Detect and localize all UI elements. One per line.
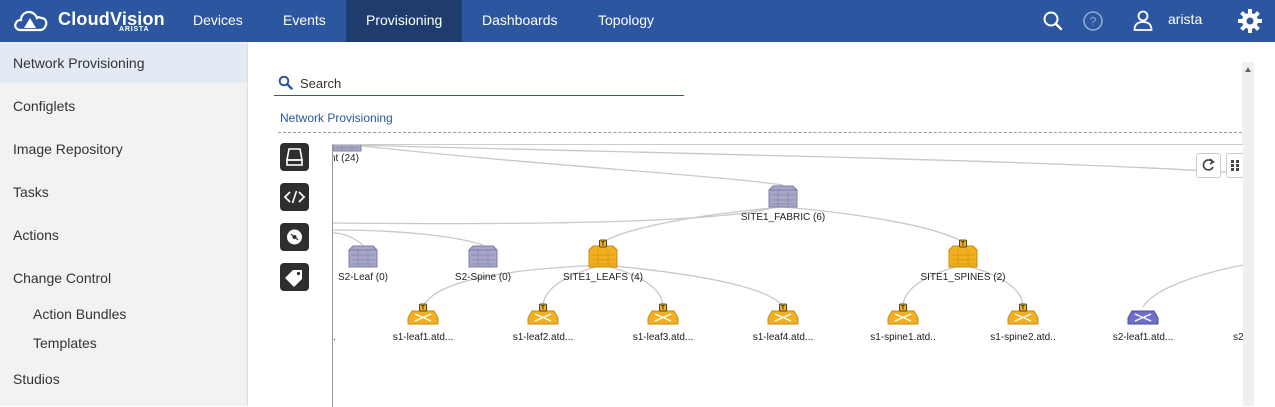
sidebar-item-templates[interactable]: Templates [33,335,97,351]
container-node[interactable] [333,145,362,152]
grid-menu-button[interactable] [1226,153,1243,178]
container-label: S2-Leaf (0) [338,272,388,283]
sidebar-item-action-bundles[interactable]: Action Bundles [33,306,127,322]
help-icon[interactable]: ? [1082,10,1104,32]
search-icon[interactable] [1042,10,1064,32]
container-node[interactable] [768,185,798,208]
sidebar-item-tasks[interactable]: Tasks [13,184,49,200]
sidebar-item-actions[interactable]: Actions [13,227,59,243]
topology-graph[interactable]: T T [333,145,1243,407]
sidebar-item-network-provisioning[interactable]: Network Provisioning [0,43,247,83]
tag-icon [285,270,302,287]
container-node[interactable] [588,239,618,268]
device-label: s1-spine1.atd.. [870,332,936,343]
topology-canvas[interactable]: T T [332,144,1243,407]
container-node[interactable] [948,239,978,268]
container-label: S2-Spine (0) [455,272,511,283]
device-node[interactable] [527,303,559,325]
cloudvision-logo[interactable]: CloudVision ARISTA [14,6,165,38]
device-label: s1-spine2.atd.. [990,332,1056,343]
sidebar-item-studios[interactable]: Studios [13,371,60,387]
device-view-button[interactable] [280,143,309,171]
refresh-icon [1202,158,1215,171]
breadcrumb[interactable]: Network Provisioning [280,111,393,125]
brand-sub: ARISTA [119,26,150,33]
nav-topology[interactable]: Topology [598,12,655,28]
svg-text:?: ? [1090,15,1097,29]
container-label: SITE1_LEAFS (4) [563,272,643,283]
container-label: SITE1_SPINES (2) [920,272,1005,283]
main-content: Network Provisioning [248,42,1275,407]
grid-icon [1231,160,1239,171]
container-node[interactable] [348,245,378,268]
device-node[interactable] [1007,303,1039,325]
device-label: s2-leaf1.atd... [1113,332,1174,343]
container-label: nt (24) [333,153,359,164]
code-icon [283,190,306,204]
device-label: s1-leaf4.atd... [753,332,814,343]
nav-events[interactable]: Events [283,12,326,28]
device-label: s1-leaf3.atd... [633,332,694,343]
container-label: SITE1_FABRIC (6) [741,212,825,223]
brand-name: CloudVision [58,9,165,29]
breadcrumb-divider [278,132,1242,133]
topology-links [333,145,1243,308]
device-node[interactable] [647,303,679,325]
nav-dashboards[interactable]: Dashboards [482,12,558,28]
container-node[interactable] [468,245,498,268]
nav-devices[interactable]: Devices [193,12,243,28]
device-label: s2 [1233,332,1243,343]
device-node[interactable] [407,303,439,325]
image-view-button[interactable] [280,223,309,251]
device-label: s1-leaf1.atd... [393,332,454,343]
sidebar-item-change-control[interactable]: Change Control [13,270,112,286]
device-node[interactable] [767,303,799,325]
device-label: . [333,332,336,343]
sidebar-item-image-repository[interactable]: Image Repository [13,141,123,157]
disc-icon [287,229,302,245]
vertical-scrollbar[interactable] [1242,62,1254,406]
scroll-up-arrow-icon[interactable] [1245,67,1251,72]
search-input[interactable] [298,72,682,94]
configlet-view-button[interactable] [280,183,309,211]
username[interactable]: arista [1168,11,1203,27]
sidebar: Network Provisioning Configlets Image Re… [0,42,248,406]
refresh-button[interactable] [1196,153,1221,178]
gear-icon[interactable] [1237,8,1263,34]
search-box [274,69,684,96]
tag-view-button[interactable] [280,263,309,291]
cloud-icon [14,10,48,32]
user-icon[interactable] [1132,9,1154,31]
search-icon [278,75,293,90]
device-node[interactable] [887,303,919,325]
device-icon [286,148,303,166]
nav-provisioning[interactable]: Provisioning [346,0,463,42]
top-navigation-bar: CloudVision ARISTA Devices Events Provis… [0,0,1275,42]
sidebar-item-configlets[interactable]: Configlets [13,98,76,114]
device-node[interactable] [1127,310,1159,325]
device-label: s1-leaf2.atd... [513,332,574,343]
